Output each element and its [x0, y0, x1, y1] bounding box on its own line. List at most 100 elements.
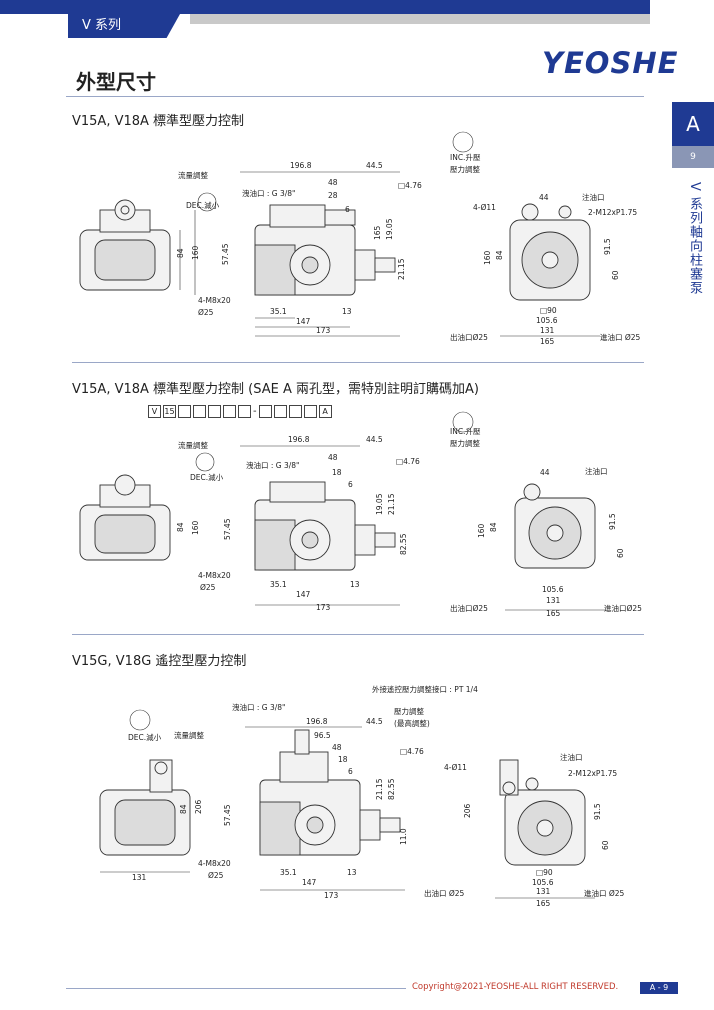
- label-key: □4.76: [400, 747, 424, 756]
- label-pressure-adjust: 壓力調整: [450, 164, 480, 174]
- drawing-section-3: DEC.減小 流量調整 84 206 131 洩油口 : G 3/8" 196.…: [70, 680, 650, 914]
- section-divider-1: [72, 362, 644, 363]
- side-view-1: 84 160 流量調整 DEC.減小: [79, 170, 220, 295]
- order-code-dash: -: [253, 406, 257, 417]
- front-view-1: 196.8 44.5 48 28 6 洩油口 : G 3/8" 57.45 4-…: [198, 161, 422, 337]
- dim-label: 35.1: [270, 580, 287, 589]
- section-title-2: V15A, V18A 標準型壓力控制 (SAE A 兩孔型，需特別註明訂購碼加A…: [72, 382, 479, 397]
- label-m8: 4-M8x20: [198, 571, 231, 580]
- dim-label: 21.15: [397, 258, 406, 280]
- page-title: 外型尺寸: [76, 70, 156, 94]
- dim-label: 91.5: [603, 238, 612, 255]
- dim-label: 206: [463, 803, 472, 818]
- order-code-box: [258, 405, 272, 418]
- label-dec: DEC.減小: [128, 732, 162, 742]
- footer-copyright: Copyright@2021-YEOSHE-ALL RIGHT RESERVED…: [412, 982, 619, 992]
- order-code: V 15 - A: [148, 405, 332, 418]
- dim-label: 11.0: [399, 828, 408, 845]
- label-fill-port: 注油口: [560, 752, 583, 762]
- dim-label: 105.6: [542, 585, 564, 594]
- dim-label: 18: [338, 755, 348, 764]
- dim-label: 57.45: [223, 804, 232, 826]
- dim-label: 131: [546, 596, 561, 605]
- label-d11: 4-Ø11: [444, 763, 467, 772]
- label-key: □4.76: [396, 457, 420, 466]
- series-tab: V 系列: [68, 14, 180, 38]
- dim-label: 57.45: [223, 518, 232, 540]
- dim-label: 84: [176, 522, 185, 532]
- label-flow-adjust: 流量調整: [178, 440, 208, 450]
- label-key: □4.76: [398, 181, 422, 190]
- dim-label: 165: [546, 609, 561, 618]
- order-code-box: V: [148, 405, 161, 418]
- label-d25: Ø25: [198, 308, 214, 317]
- label-pressure-adjust: 壓力調整: [394, 706, 424, 716]
- front-view-2: 196.8 44.5 48 18 6 洩油口 : G 3/8" 57.45 4-…: [198, 435, 420, 612]
- dim-label: 44: [540, 468, 550, 477]
- footer-divider: [66, 988, 406, 989]
- dim-label: 35.1: [280, 868, 297, 877]
- dim-label: 165: [373, 225, 382, 240]
- dim-label: 13: [342, 307, 352, 316]
- dim-label: 84: [489, 522, 498, 532]
- label-m8: 4-M8x20: [198, 859, 231, 868]
- dim-label: 44.5: [366, 435, 383, 444]
- dim-label: 173: [324, 891, 339, 900]
- side-vertical-label: V 系列軸向柱塞泵: [687, 182, 702, 296]
- label-m12: 2-M12xP1.75: [588, 208, 637, 217]
- dim-label: 35.1: [270, 307, 287, 316]
- label-flow-adjust: 流量調整: [178, 170, 208, 180]
- brand-logo: YEOSHE: [542, 46, 679, 80]
- order-code-box: A: [318, 405, 332, 418]
- dim-label: 160: [191, 520, 200, 535]
- front-view-3: 洩油口 : G 3/8" 196.8 44.5 96.5 48 18 6 57.…: [198, 702, 424, 900]
- dim-label: 60: [601, 840, 610, 850]
- label-fill-port: 注油口: [582, 192, 605, 202]
- side-index-tab: A: [672, 102, 714, 146]
- dim-label: 165: [536, 899, 551, 908]
- dim-label: 44.5: [366, 717, 383, 726]
- dim-label: 13: [347, 868, 357, 877]
- side-view-2: 84 160 流量調整 DEC.減小: [79, 440, 224, 561]
- order-code-box: [303, 405, 317, 418]
- dim-label: 196.8: [306, 717, 328, 726]
- section-title-1: V15A, V18A 標準型壓力控制: [72, 114, 245, 129]
- header-divider: [66, 96, 644, 97]
- dim-label: 196.8: [290, 161, 312, 170]
- label-inc: INC.升壓: [450, 153, 481, 162]
- dim-label: 28: [328, 191, 338, 200]
- dim-label: 173: [316, 603, 331, 612]
- label-d11: 4-Ø11: [473, 203, 496, 212]
- label-pressure-adjust: 壓力調整: [450, 438, 480, 448]
- dim-label: 173: [316, 326, 331, 335]
- label-outlet: 出油口Ø25: [450, 332, 488, 342]
- label-outlet: 出油口 Ø25: [424, 888, 465, 898]
- label-pressure-adjust-sub: (最高調整): [394, 718, 430, 728]
- dim-label: 84: [176, 248, 185, 258]
- label-inlet: 進油口 Ø25: [600, 332, 641, 342]
- dim-label: 82.55: [387, 778, 396, 800]
- dim-label: 84: [495, 250, 504, 260]
- dim-label: 105.6: [532, 878, 554, 887]
- order-code-box: [238, 405, 251, 418]
- label-inc: INC.升壓: [450, 427, 481, 436]
- dim-label: 44: [539, 193, 549, 202]
- dim-label: 13: [350, 580, 360, 589]
- top-bar: [0, 0, 650, 14]
- dim-label: 147: [302, 878, 317, 887]
- dim-label: 44.5: [366, 161, 383, 170]
- dim-label: 21.15: [387, 493, 396, 515]
- dim-label: □90: [540, 306, 557, 315]
- dim-label: 60: [616, 548, 625, 558]
- dim-label: 131: [540, 326, 555, 335]
- dim-label: 6: [345, 205, 350, 214]
- dim-label: 91.5: [608, 513, 617, 530]
- label-remote-port: 外接遙控壓力調整接口 : PT 1/4: [372, 684, 478, 694]
- dim-label: 131: [132, 873, 147, 882]
- dim-label: 196.8: [288, 435, 310, 444]
- label-drain-port: 洩油口 : G 3/8": [246, 460, 300, 470]
- order-code-box: [288, 405, 302, 418]
- label-fill-port: 注油口: [585, 466, 608, 476]
- dim-label: 206: [194, 799, 203, 814]
- order-code-box: [178, 405, 191, 418]
